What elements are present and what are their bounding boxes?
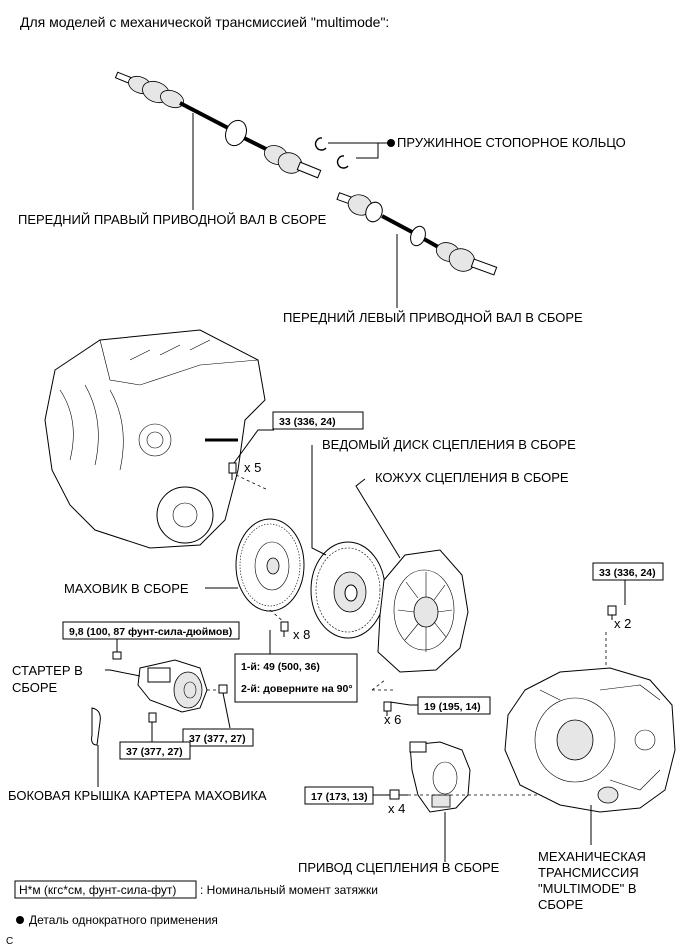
transmission-label-2: ТРАНСМИССИЯ: [538, 865, 639, 880]
left-shaft-label: ПЕРЕДНИЙ ЛЕВЫЙ ПРИВОДНОЙ ВАЛ В СБОРЕ: [283, 310, 583, 325]
right-shaft-label: ПЕРЕДНИЙ ПРАВЫЙ ПРИВОДНОЙ ВАЛ В СБОРЕ: [18, 212, 327, 227]
legend-torque-unit: Н*м (кгс*см, фунт-сила-фут): [19, 883, 176, 897]
legend-non-reusable: Деталь однократного применения: [29, 913, 218, 927]
starter-bolt-2-icon: [218, 684, 231, 729]
snap-ring-drawing: [314, 137, 349, 169]
torque-37-left-label: 37 (377, 27): [126, 746, 183, 758]
snap-ring-label: ПРУЖИННОЕ СТОПОРНОЕ КОЛЬЦО: [397, 135, 626, 150]
legend-non-reusable-icon: [16, 916, 24, 924]
starter-label-2: СБОРЕ: [12, 680, 58, 695]
right-drive-shaft-drawing: [114, 71, 322, 179]
transmission-bolt-icon: [607, 605, 617, 620]
torque-19-label: 19 (195, 14): [424, 701, 481, 713]
qty-x5-label: x 5: [244, 460, 261, 475]
transmission-label-4: СБОРЕ: [538, 897, 584, 912]
bolt-icon: [228, 462, 237, 480]
transmission-label-1: МЕХАНИЧЕСКАЯ: [538, 849, 646, 864]
left-drive-shaft-drawing: [336, 192, 498, 276]
transmission-drawing: [504, 667, 676, 813]
clutch-actuator-label: ПРИВОД СЦЕПЛЕНИЯ В СБОРЕ: [298, 860, 500, 875]
torque-37-right-label: 37 (377, 27): [189, 733, 246, 745]
clutch-disc-label: ВЕДОМЫЙ ДИСК СЦЕПЛЕНИЯ В СБОРЕ: [322, 437, 576, 452]
qty-x6-label: x 6: [384, 712, 401, 727]
qty-x2-label: x 2: [614, 616, 631, 631]
torque-33-upper-label: 33 (336, 24): [279, 416, 336, 428]
torque-flywheel-line2: 2-й: доверните на 90°: [241, 683, 353, 695]
starter-label-1: СТАРТЕР В: [12, 663, 83, 678]
flywheel-bolt-icon: [280, 621, 289, 637]
flywheel-drawing: [235, 518, 305, 612]
starter-nut-icon: [112, 651, 122, 660]
clutch-disc-drawing: [310, 541, 386, 639]
non-reusable-mark-icon: [387, 139, 395, 147]
starter-drawing: [137, 659, 208, 713]
engine-drawing: [44, 329, 266, 549]
page-title: Для моделей с механической трансмиссией …: [20, 14, 389, 30]
torque-17-label: 17 (173, 13): [311, 791, 368, 803]
flywheel-label: МАХОВИК В СБОРЕ: [64, 581, 189, 596]
torque-flywheel-line1: 1-й: 49 (500, 36): [241, 661, 320, 673]
clutch-actuator-drawing: [409, 741, 471, 813]
figure-code: C: [6, 936, 13, 947]
qty-x8-label: x 8: [293, 627, 310, 642]
housing-cover-drawing: [91, 707, 101, 746]
transmission-label-3: "MULTIMODE" В: [538, 881, 637, 896]
housing-cover-label: БОКОВАЯ КРЫШКА КАРТЕРА МАХОВИКА: [8, 788, 267, 803]
clutch-cover-drawing: [377, 549, 469, 673]
actuator-bolt-icon: [389, 789, 408, 800]
legend-torque-description: : Номинальный момент затяжки: [200, 883, 378, 897]
torque-33-right-label: 33 (336, 24): [599, 567, 656, 579]
qty-x4-label: x 4: [388, 801, 405, 816]
torque-9-8-label: 9,8 (100, 87 фунт-сила-дюймов): [69, 626, 232, 638]
starter-bolt-icon: [148, 712, 157, 742]
clutch-cover-label: КОЖУХ СЦЕПЛЕНИЯ В СБОРЕ: [375, 470, 569, 485]
clutch-cover-bolt-icon: [383, 701, 392, 716]
